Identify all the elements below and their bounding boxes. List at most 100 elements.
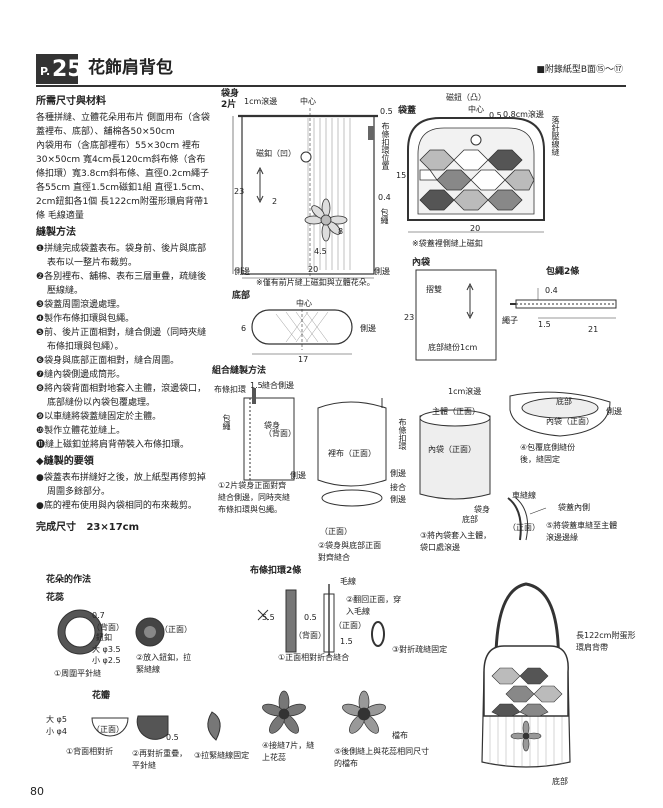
tab-back: （背面） (294, 631, 326, 640)
petal-n05: 0.5 (166, 733, 179, 742)
petal-step4: ④接縫7片，縫上花蕊 (262, 741, 315, 762)
body-note: ※僅有前片縫上磁釦與立體花朵。 (256, 278, 375, 287)
lining-pattern (415, 269, 497, 361)
finished-size-label: 完成尺寸 (36, 522, 76, 533)
asm-stitch: 車縫線 (512, 491, 536, 500)
asm-step4: ④包覆底側縫份後，縫固定 (520, 443, 576, 464)
stamen-small-label: 小 (92, 656, 100, 665)
flower-title: 花朵的作法 (46, 575, 92, 585)
petal-front: （正面） (92, 725, 124, 734)
stamen-large-size: φ3.5 (102, 645, 121, 654)
tip-item: ●底的裡布使用與內袋相同的布來裁剪。 (36, 501, 197, 511)
stamen-n07: 0.7 (92, 611, 105, 620)
petal-drawing (91, 711, 221, 741)
asm-bottom: 底部 (462, 515, 478, 524)
asm-n15: 1.5 (250, 381, 263, 390)
petal-small-label: 小 (46, 727, 54, 736)
stamen-button: 鈕釦 (96, 633, 112, 642)
stamen-small-size: φ2.5 (102, 656, 121, 665)
asm-side3: 側邊 (390, 495, 406, 504)
sewing-step: ❽將內袋背面相對地套入主體，滾邊袋口，底部縫份以內袋包覆處理。 (36, 384, 207, 408)
cord-rope: 繩子 (502, 316, 518, 325)
asm-side4: 側邊 (606, 407, 622, 416)
asm-seam-side: 縫合側邊 (262, 381, 294, 390)
finished-size: 完成尺寸 23×17cm (36, 521, 212, 535)
page-number: 80 (30, 785, 44, 798)
sewing-step: ❿製作立體花並縫上。 (36, 426, 126, 436)
tab-n15: 1.5 (340, 637, 353, 646)
sewing-step: ❹製作布條扣環與包繩。 (36, 314, 135, 324)
flap-pattern (407, 117, 545, 233)
lining-title: 內袋 (412, 258, 431, 268)
body-magnet-label: 磁釦（凹） (256, 149, 296, 158)
flap-height-15: 15 (396, 171, 407, 180)
tab-step2: ②翻回正面，穿入毛線 (346, 595, 402, 616)
lining-fold: 摺雙 (426, 285, 442, 294)
tips-heading: ◆縫製的要領 (36, 456, 94, 467)
tab-n55: 5.5 (262, 613, 275, 622)
body-n04: 0.4 (378, 193, 391, 202)
petal-step2: ②再對折重疊，平針縫 (132, 749, 188, 770)
sewing-step: ❾以車縫將袋蓋縫固定於主體。 (36, 412, 162, 422)
asm-step2: ②袋身與底部正面對齊縫合 (318, 541, 382, 562)
lining-seam: 底部縫份1cm (428, 343, 478, 352)
asm-tab: 布條扣環 (214, 385, 246, 394)
body-side-left: 側邊 (234, 267, 250, 276)
petal-step3: ③拉緊縫線固定 (194, 751, 250, 760)
page-number-badge: 25 (52, 57, 83, 82)
petal-backing: 檔布 (392, 731, 408, 740)
stamen-title: 花蕊 (46, 593, 65, 603)
flap-binding: 0.8cm滾邊 (503, 110, 544, 119)
flower-assembly-drawing (262, 690, 386, 734)
finished-bag-drawing (481, 582, 571, 768)
body-width-20: 20 (308, 265, 319, 274)
asm-bag: 袋身 (474, 505, 490, 514)
asm-front: （正面） (320, 527, 352, 536)
cord-n21: 21 (588, 325, 599, 334)
body-cord: 包繩 (380, 208, 389, 224)
assembly-drawing (243, 388, 611, 507)
asm-step1: ①2片袋身正面對齊縫合側邊，同時夾縫布條扣環與包繩。 (218, 481, 290, 514)
asm-front2: （正面） (508, 523, 540, 532)
asm-body-back: 袋身（背面） (264, 421, 296, 438)
asm-binding: 1cm滾邊 (448, 387, 482, 396)
stamen-small: 小 φ2.5 (92, 657, 121, 665)
petal-large-label: 大 (46, 715, 54, 724)
body-height-23: 23 (234, 187, 245, 196)
materials-heading: 所需尺寸與材料 (36, 96, 106, 107)
body-n2: 2 (272, 197, 278, 206)
materials-line: 內袋用布（含底部裡布）55×30cm 裡布30×50cm 寬4cm長120cm斜… (36, 141, 210, 221)
bottom-height-6: 6 (241, 324, 247, 333)
tab-step3: ③對折疏縫固定 (392, 645, 448, 654)
header-rule (36, 85, 626, 87)
bottom-side: 側邊 (360, 324, 376, 333)
asm-lining-inner: 內袋（正面） (428, 445, 476, 454)
body-tab-position: 布條扣環位置 (381, 122, 390, 170)
pattern-reference: ■附錄紙型B面⑮〜⑰ (536, 65, 623, 75)
body-side-right: 側邊 (374, 267, 390, 276)
stamen-step2: ②放入鈕釦，拉緊縫線 (136, 653, 192, 674)
asm-bottom2: 底部 (556, 397, 572, 406)
finished-size-value: 23×17cm (86, 522, 140, 533)
finished-bottom: 底部 (552, 777, 568, 786)
asm-side2: 側邊 (390, 469, 406, 478)
petal-step1: ①背面相對折 (66, 747, 114, 756)
bottom-title: 底部 (232, 291, 251, 301)
flap-m05: 0.5 (489, 111, 502, 120)
asm-lining-front2: 內袋（正面） (546, 417, 594, 426)
flap-quilting: 落針壓線縫 (551, 116, 560, 156)
asm-cord: 包繩 (222, 414, 231, 430)
body-title: 袋身 (221, 89, 240, 99)
flap-title: 袋蓋 (398, 106, 417, 116)
body-n45: 4.5 (314, 247, 327, 256)
asm-side: 側邊 (290, 471, 306, 480)
cord-pattern (510, 288, 617, 319)
finished-strap: 長122cm附蛋形環肩背帶 (576, 631, 636, 652)
sewing-step: ❸袋蓋周圍滾邊處理。 (36, 300, 126, 310)
page-prefix: P. (40, 65, 51, 78)
body-m05: 0.5 (380, 107, 393, 116)
petal-step5: ⑤後側縫上與花蕊相同尺寸的檔布 (334, 747, 430, 768)
tip-item: ●袋蓋表布拼縫好之後，放上紙型再修剪掉周圍多餘部分。 (36, 473, 206, 497)
tab-yarn: 毛線 (340, 577, 356, 586)
stamen-back: （背面） (92, 623, 124, 632)
